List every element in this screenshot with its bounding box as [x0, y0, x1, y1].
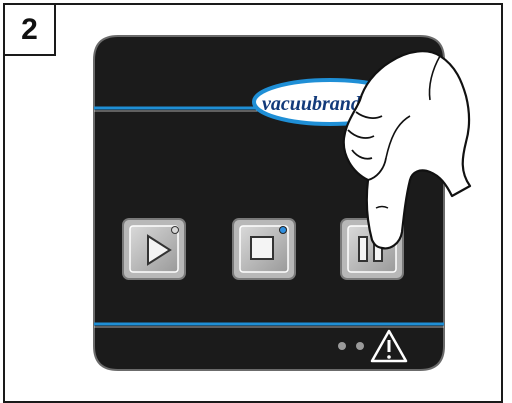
- stop-icon: [251, 237, 273, 259]
- status-led-1: [338, 342, 346, 350]
- control-panel-scene: vacuubrand: [0, 0, 512, 394]
- start-button[interactable]: [123, 219, 185, 279]
- start-indicator-led: [172, 227, 179, 234]
- stop-button[interactable]: [233, 219, 295, 279]
- brand-text: vacuubrand: [262, 93, 362, 115]
- stop-indicator-led: [280, 227, 287, 234]
- status-led-2: [356, 342, 364, 350]
